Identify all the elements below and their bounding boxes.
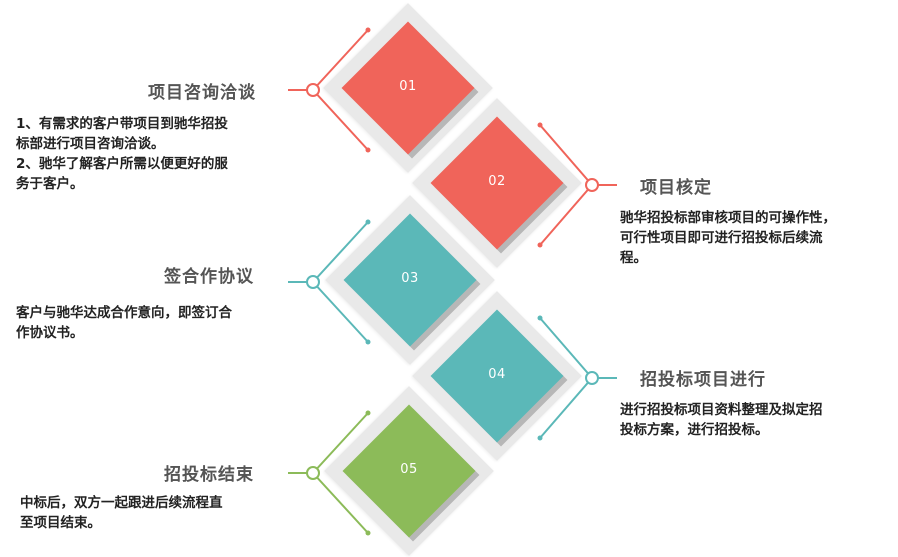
bracket-ring-icon — [585, 178, 599, 192]
description-line: 标部进行项目咨询洽谈。 — [16, 136, 165, 152]
bracket-end-dot — [537, 315, 543, 321]
connector-bracket-4 — [537, 315, 617, 441]
bracket-ring-icon — [585, 371, 599, 385]
description-line: 2、驰华了解客户所需以便更好的服 — [16, 156, 228, 172]
description-line: 1、有需求的客户带项目到驰华招投 — [16, 116, 228, 132]
bracket-ring-icon — [306, 275, 320, 289]
description-line: 进行招投标项目资料整理及拟定招 — [620, 402, 823, 418]
bracket-end-dot — [537, 122, 543, 128]
bracket-ring-icon — [306, 466, 320, 480]
step-number: 04 — [488, 367, 506, 382]
description-line: 程。 — [620, 250, 647, 266]
step-number: 03 — [401, 271, 419, 286]
step-title-5: 招投标结束 — [164, 465, 254, 485]
step-description-4: 进行招投标项目资料整理及拟定招投标方案，进行招投标。 — [620, 400, 890, 440]
description-line: 至项目结束。 — [20, 515, 101, 531]
connector-bracket-1 — [288, 27, 371, 153]
step-number: 02 — [488, 174, 506, 189]
description-line: 驰华招投标部审核项目的可操作性， — [620, 210, 836, 226]
bracket-end-dot — [365, 530, 371, 536]
step-description-1: 1、有需求的客户带项目到驰华招投标部进行项目咨询洽谈。 2、驰华了解客户所需以便更… — [16, 114, 286, 194]
bracket-ring-icon — [306, 83, 320, 97]
connector-bracket-5 — [288, 410, 371, 536]
description-line: 投标方案，进行招投标。 — [620, 422, 769, 438]
step-title-4: 招投标项目进行 — [640, 370, 766, 390]
description-line: 中标后，双方一起跟进后续流程直 — [20, 495, 223, 511]
step-title-2: 项目核定 — [640, 178, 712, 198]
description-line: 可行性项目即可进行招投标后续流 — [620, 230, 823, 246]
bracket-end-dot — [365, 27, 371, 33]
step-description-5: 中标后，双方一起跟进后续流程直至项目结束。 — [20, 493, 290, 533]
bracket-end-dot — [365, 410, 371, 416]
bracket-end-dot — [537, 435, 543, 441]
step-description-2: 驰华招投标部审核项目的可操作性， 可行性项目即可进行招投标后续流程。 — [620, 208, 890, 268]
bracket-end-dot — [365, 219, 371, 225]
connector-bracket-2 — [537, 122, 617, 248]
bracket-end-dot — [365, 339, 371, 345]
step-title-3: 签合作协议 — [164, 267, 254, 287]
bracket-end-dot — [537, 242, 543, 248]
description-line: 作协议书。 — [16, 325, 84, 341]
step-number: 01 — [399, 79, 417, 94]
step-number: 05 — [400, 462, 418, 477]
connector-bracket-3 — [288, 219, 371, 345]
step-description-3: 客户与驰华达成合作意向，即签订合作协议书。 — [16, 303, 286, 343]
step-title-1: 项目咨询洽谈 — [148, 83, 256, 103]
description-line: 务于客户。 — [16, 176, 84, 192]
bracket-end-dot — [365, 147, 371, 153]
description-line: 客户与驰华达成合作意向，即签订合 — [16, 305, 232, 321]
